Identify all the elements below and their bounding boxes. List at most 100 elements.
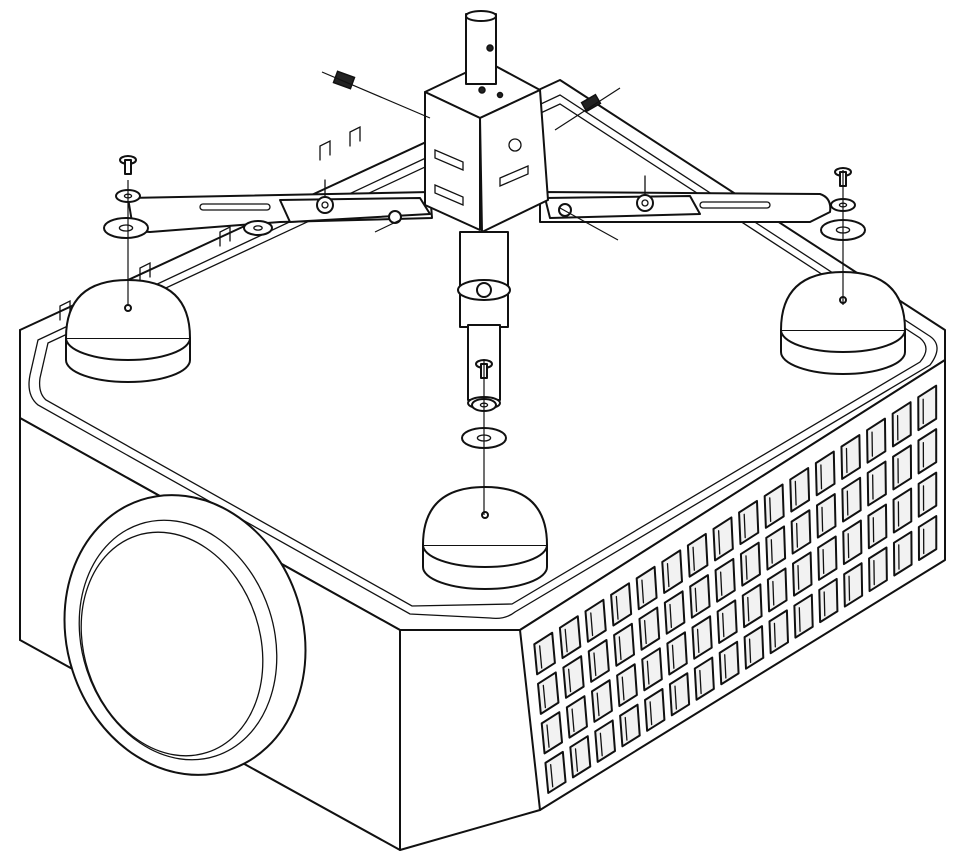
- grille-cell: [691, 615, 713, 660]
- grille-cell: [668, 672, 691, 717]
- grille-cell: [867, 503, 888, 550]
- grille-cell-depth: [773, 622, 776, 648]
- top-stem-cap: [465, 10, 497, 22]
- grille-cell: [792, 551, 813, 597]
- grille-cell: [842, 519, 863, 566]
- grille-cell: [569, 735, 592, 779]
- block-slot-3: [499, 165, 529, 187]
- grille-cell: [610, 582, 633, 627]
- grille-cell-depth: [624, 716, 628, 741]
- vent-grille: [533, 384, 938, 794]
- grille-cell-depth: [769, 497, 772, 522]
- grille-cell-depth: [571, 708, 575, 733]
- grille-cell: [718, 640, 740, 686]
- grille-cell: [558, 615, 582, 660]
- block-hole: [508, 138, 522, 152]
- grille-cell: [741, 583, 763, 629]
- grille-cell-depth: [674, 685, 678, 710]
- block-slot-1: [434, 149, 464, 171]
- grille-cell: [689, 574, 711, 619]
- grille-cell-depth: [567, 668, 572, 693]
- top-stem-hole: [486, 44, 494, 52]
- grille-cell-depth: [798, 607, 801, 632]
- grille-cell: [739, 541, 761, 587]
- grille-cell: [768, 609, 789, 655]
- grille-cell: [590, 679, 613, 723]
- grille-cell-depth: [770, 539, 773, 564]
- lens-glass: [80, 531, 264, 757]
- grille-cell-depth: [748, 638, 752, 664]
- grille-cell: [594, 719, 616, 763]
- grille-cell: [868, 546, 888, 593]
- grille-cell: [616, 663, 638, 708]
- mounting-feet: [65, 271, 906, 590]
- grille-cell: [584, 598, 607, 643]
- arm-nut-2: [636, 175, 654, 212]
- grille-cell: [537, 671, 560, 715]
- grille-cell: [641, 647, 663, 692]
- grille-cell: [866, 460, 887, 507]
- grille-cell: [635, 565, 658, 611]
- grille-cell-depth: [574, 748, 579, 772]
- projection-lens: [63, 494, 307, 776]
- grille-cell: [814, 450, 836, 497]
- grille-cell-depth: [745, 555, 748, 580]
- grille-cell: [587, 639, 610, 683]
- grille-cell-depth: [720, 571, 723, 596]
- top-face-rim: [28, 94, 938, 620]
- grille-cell-depth: [542, 684, 547, 709]
- grille-cell-depth: [823, 591, 826, 617]
- top-face-rim-inner: [38, 103, 927, 607]
- block-slot-2: [434, 184, 464, 206]
- grille-cell-depth: [641, 579, 645, 604]
- grille-cell-depth: [644, 620, 647, 645]
- corner-edge: [519, 629, 541, 811]
- grille-cell: [866, 417, 887, 464]
- grille-cell-depth: [646, 660, 650, 685]
- screw-back-left: [332, 70, 356, 90]
- grille-cell-depth: [649, 701, 653, 726]
- grille-cell-depth: [564, 628, 568, 653]
- block-right-face: [479, 89, 549, 233]
- grille-cell-depth: [615, 595, 619, 620]
- grille-cell: [712, 516, 734, 562]
- axis-side-right: [559, 207, 619, 241]
- grille-cell: [666, 631, 688, 676]
- lens-inner-ring: [78, 519, 278, 761]
- grille-cell-depth: [538, 645, 543, 669]
- grille-cell: [766, 567, 788, 613]
- grille-cell: [565, 695, 588, 739]
- screw-back-right: [580, 93, 602, 113]
- washer-left-large: [103, 217, 149, 239]
- grille-cell-depth: [820, 464, 823, 490]
- grille-cell: [843, 562, 864, 608]
- grille-cell-depth: [692, 546, 695, 571]
- grille-cell-depth: [797, 564, 800, 590]
- grille-cell-depth: [694, 587, 698, 612]
- grille-cell-depth: [599, 732, 603, 757]
- grille-cell-depth: [796, 522, 799, 548]
- grille-cell: [818, 577, 839, 624]
- grille-cell-depth: [621, 676, 625, 701]
- grille-cell-depth: [822, 549, 825, 575]
- grille-cell: [714, 557, 736, 603]
- grille-cell: [815, 493, 837, 539]
- grille-cell: [693, 656, 715, 701]
- grille-cell: [817, 535, 838, 581]
- dome-foot-3: [422, 486, 548, 590]
- slot-left: [199, 203, 271, 211]
- grille-cell: [540, 711, 564, 755]
- dome-foot-1: [65, 279, 191, 383]
- screw-left: [119, 155, 137, 175]
- grille-cell: [790, 509, 812, 555]
- block-top-hole-2: [496, 91, 504, 99]
- grille-cell: [644, 687, 666, 732]
- grille-cell-depth: [699, 669, 702, 695]
- axis-side-left: [374, 219, 401, 233]
- center-mount-block: [424, 10, 549, 233]
- grille-cell-depth: [821, 506, 824, 532]
- grille-cell: [533, 631, 556, 676]
- grille-cell-depth: [550, 763, 554, 788]
